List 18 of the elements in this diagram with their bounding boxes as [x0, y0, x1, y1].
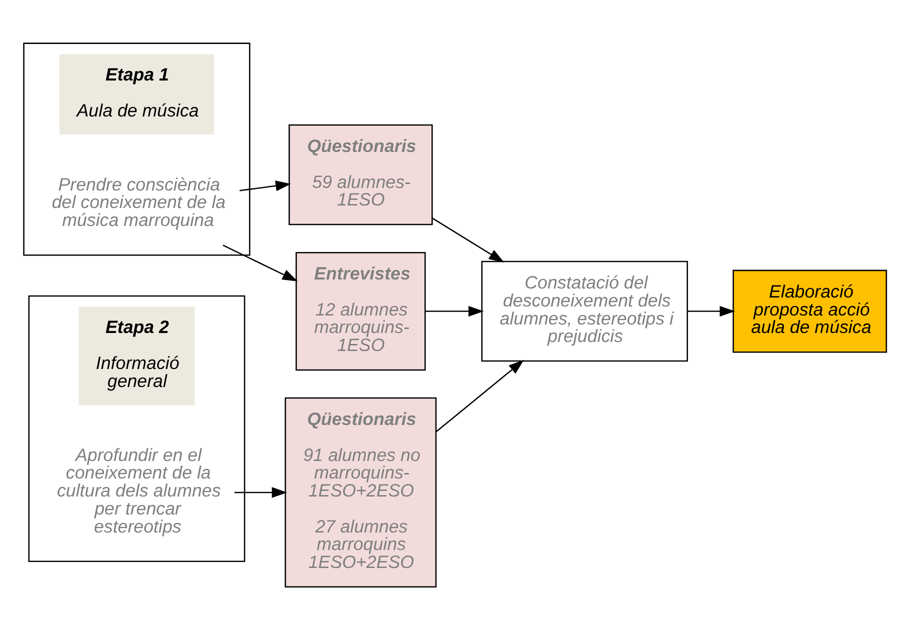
node-box: Elaboració proposta acció aula de música: [732, 269, 888, 352]
arrow: [436, 359, 524, 432]
arrow: [222, 244, 298, 281]
node-text: Aprofundir en el coneixement de la cultura dels alumnes per trencar estereotips: [56, 444, 221, 536]
arrow: [425, 305, 484, 316]
arrow: [687, 305, 736, 316]
node-box: Etapa 1 Aula de música: [58, 52, 216, 136]
arrow: [234, 486, 288, 498]
node-box: Constatació del desconeixement dels alumnes, estereotips i prejudicis: [481, 260, 688, 362]
node-box: Qüestionaris 91 alumnes no marroquins- 1ESO+2ESO 27 alumnes marroquins 1ESO+2ESO: [284, 396, 437, 588]
arrow: [240, 180, 291, 191]
cluster: [28, 294, 246, 562]
node-text: Prendre consciència del coneixement de la música marroquina: [52, 174, 226, 230]
cluster: [23, 42, 250, 256]
node-box: Qüestionaris 59 alumnes- 1ESO: [288, 124, 433, 225]
node-box: Etapa 2 Informació general: [77, 305, 196, 406]
node-box: Entrevistes 12 alumnes marroquins- 1ESO: [296, 251, 426, 370]
arrow: [432, 217, 504, 262]
